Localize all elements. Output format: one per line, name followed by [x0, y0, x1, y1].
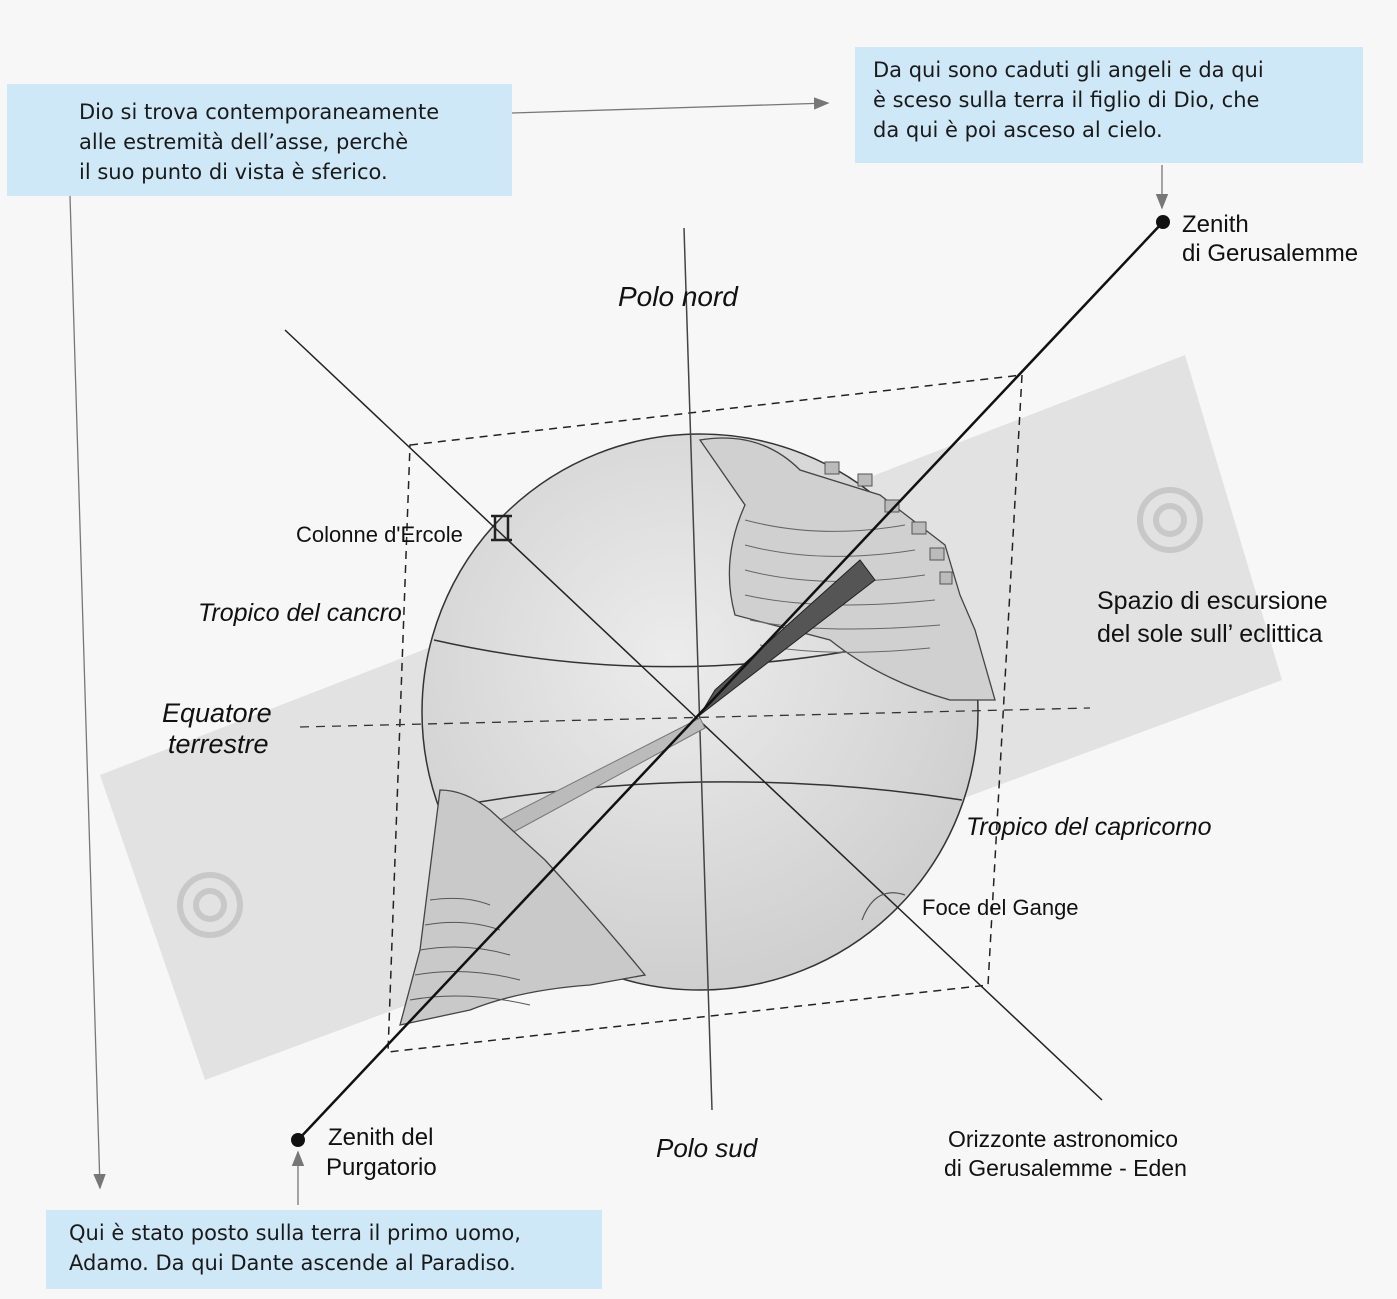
callout-purgatory: Qui è stato posto sulla terra il primo u… [46, 1210, 602, 1289]
label-equatore-2: terrestre [168, 729, 269, 759]
callout-god-line-3: il suo punto di vista è sferico. [79, 160, 388, 184]
callout-god-line-2: alle estremità dell’asse, perchè [79, 130, 409, 154]
label-orizzonte-2: di Gerusalemme - Eden [944, 1155, 1187, 1181]
callout-jerusalem-line-1: Da qui sono caduti gli angeli e da qui [873, 58, 1264, 82]
label-orizzonte-1: Orizzonte astronomico [948, 1126, 1178, 1152]
callout-purgatory-line-2: Adamo. Da qui Dante ascende al Paradiso. [69, 1251, 516, 1275]
label-zenith-purgatory-2: Purgatorio [326, 1154, 437, 1181]
label-foce-gange: Foce del Gange [922, 895, 1079, 920]
arrow-down-left [69, 195, 106, 1190]
pillars-icon [491, 514, 512, 542]
label-zenith-jerusalem-1: Zenith [1182, 211, 1249, 238]
arrow-to-jerusalem-callout [511, 97, 830, 114]
callout-purgatory-line-1: Qui è stato posto sulla terra il primo u… [69, 1221, 521, 1245]
polar-axis [683, 227, 713, 1111]
callout-god: Dio si trova contemporaneamente alle est… [7, 84, 512, 196]
label-polo-nord: Polo nord [618, 281, 739, 312]
ecliptic-plane [387, 374, 1023, 1053]
label-tropico-capricorno: Tropico del capricorno [966, 813, 1212, 841]
callout-jerusalem: Da qui sono caduti gli angeli e da qui è… [855, 47, 1363, 163]
equator-line [299, 707, 1091, 728]
jerusalem-landmass [698, 437, 996, 701]
ganges-mark [861, 892, 906, 921]
label-equatore-1: Equatore [162, 698, 272, 728]
callout-jerusalem-line-3: da qui è poi asceso al cielo. [873, 118, 1163, 142]
label-zenith-jerusalem-2: di Gerusalemme [1182, 240, 1358, 267]
callout-jerusalem-line-2: è sceso sulla terra il figlio di Dio, ch… [873, 88, 1260, 112]
zenith-jerusalem-dot [1156, 215, 1170, 229]
jerusalem-houses [824, 461, 953, 585]
purgatory-terraces [409, 897, 531, 1006]
label-zenith-purgatory-1: Zenith del [328, 1124, 433, 1151]
label-tropico-cancro: Tropico del cancro [198, 599, 402, 627]
horizon-line [284, 329, 1103, 1101]
label-polo-sud: Polo sud [656, 1133, 759, 1163]
zenith-purgatory-dot [291, 1133, 305, 1147]
label-spazio-1: Spazio di escursione [1097, 587, 1328, 615]
label-spazio-2: del sole sull’ eclittica [1097, 620, 1323, 648]
label-colonne-ercole: Colonne d'Ercole [296, 522, 463, 547]
callout-god-line-1: Dio si trova contemporaneamente [79, 100, 440, 124]
sun-icon [177, 487, 1203, 938]
jerusalem-purgatory-axis [297, 221, 1164, 1141]
inferno-funnel [699, 559, 876, 716]
